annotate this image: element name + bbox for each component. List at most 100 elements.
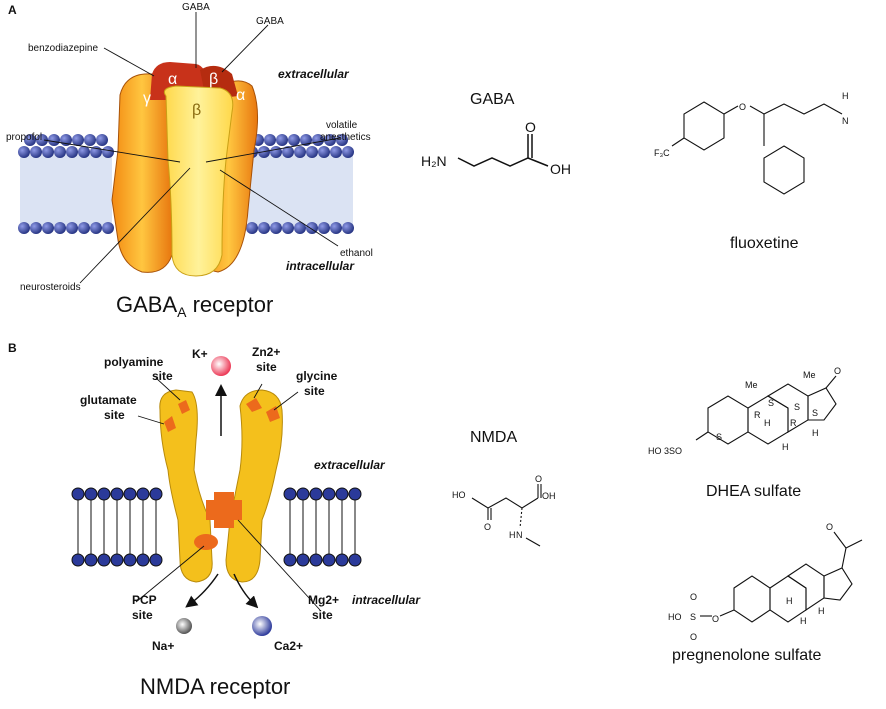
fluoxetine-ring-1: [683, 101, 725, 151]
phospholipid-head: [330, 222, 342, 234]
lipid-head: [296, 487, 310, 501]
gaba-membrane: [18, 134, 354, 234]
lipid-head: [149, 553, 163, 567]
dhea-ketone: [825, 375, 837, 389]
preg-o-top: O: [826, 522, 833, 532]
preg-o1: O: [690, 592, 697, 602]
pregnenolone-name: pregnenolone sulfate: [672, 647, 822, 664]
intracellular-label-b: intracellular: [352, 593, 421, 607]
phospholipid-head: [342, 222, 354, 234]
phospholipid-head: [18, 146, 30, 158]
panel-a-letter: A: [8, 3, 17, 17]
lipid-head: [309, 487, 323, 501]
glycine-site: [266, 406, 280, 422]
leader-glutamate: [137, 415, 165, 425]
leader-glycine: [273, 391, 299, 411]
phospholipid-head: [102, 222, 114, 234]
mg-block-vertical: [214, 492, 234, 528]
phospholipid-head: [96, 134, 108, 146]
preg-h2: H: [800, 616, 807, 626]
phospholipid-head: [84, 134, 96, 146]
preg-ring-d: [823, 567, 853, 601]
nmda-chain: [471, 497, 539, 509]
gaba-receptor-title: GABAA receptor: [116, 292, 273, 320]
glutamate-label-1: glutamate: [80, 393, 137, 407]
phospholipid-head: [294, 146, 306, 158]
leader-polyamine: [155, 377, 181, 401]
leader-neurosteroids: [79, 167, 191, 284]
phospholipid-head: [276, 134, 288, 146]
volatile-label-2: anesthetics: [320, 132, 371, 143]
nmda-subunit-left: [159, 389, 213, 583]
nmda-subunit-right: [225, 389, 283, 583]
glutamate-site: [164, 416, 176, 432]
gaba-molecule-name: GABA: [470, 91, 515, 108]
nmda-o2: O: [535, 474, 542, 484]
polyamine-site: [178, 400, 190, 414]
volatile-label-1: volatile: [326, 120, 358, 131]
phospholipid-head: [246, 222, 258, 234]
dhea-r1: R: [754, 410, 761, 420]
k-ion: [211, 356, 231, 376]
pcp-label-1: PCP: [132, 593, 157, 607]
mg-label-1: Mg2+: [308, 593, 339, 607]
phospholipid-head: [42, 146, 54, 158]
preg-ring-a: [733, 575, 771, 623]
fluoxetine-name: fluoxetine: [730, 235, 799, 252]
nmda-o1: O: [484, 522, 491, 532]
preg-s: S: [690, 612, 696, 622]
fluoxetine-molecule: F₃C O H N fluoxetine: [654, 91, 849, 252]
lipid-head: [84, 553, 98, 567]
dhea-s4: S: [812, 408, 818, 418]
preg-o-bond: [719, 609, 735, 617]
preg-h3: H: [818, 606, 825, 616]
phospholipid-head: [306, 146, 318, 158]
nmda-oh: OH: [542, 491, 556, 501]
alpha-label-right: α: [236, 87, 245, 104]
leader-propofol: [43, 139, 181, 163]
lipid-head: [71, 487, 85, 501]
nmda-h: H: [509, 530, 516, 540]
phospholipid-head: [258, 222, 270, 234]
phospholipid-heads: [18, 134, 354, 234]
benzodiazepine-label: benzodiazepine: [28, 43, 98, 54]
fluoxetine-ring-2: [763, 145, 805, 195]
fluox-o-bond-1: [723, 105, 739, 115]
nmda-membrane: [71, 487, 362, 567]
gaba-chain: [457, 157, 549, 167]
phospholipid-head: [282, 222, 294, 234]
dhea-s1: S: [716, 432, 722, 442]
dhea-r2: R: [790, 418, 797, 428]
beta-label-top: β: [209, 71, 218, 88]
lipid-head: [348, 553, 362, 567]
mg-label-2: site: [312, 608, 333, 622]
phospholipid-head: [30, 146, 42, 158]
lipid-head: [335, 553, 349, 567]
zn-site: [246, 398, 262, 412]
gaba-site-label-top: GABA: [182, 2, 210, 13]
glutamate-label-2: site: [104, 408, 125, 422]
preg-acetyl: [833, 531, 847, 569]
phospholipid-head: [330, 146, 342, 158]
ca-label: Ca2+: [274, 639, 303, 653]
dhea-ring-c: [766, 383, 809, 433]
panel-a: A γ α β α β GABA GABA b: [6, 2, 373, 320]
alpha-label-left: α: [168, 71, 177, 88]
preg-h1: H: [786, 596, 793, 606]
gaba-site-label-right: GABA: [256, 16, 284, 27]
nmda-phospholipids: [71, 487, 362, 567]
phospholipid-head: [78, 146, 90, 158]
lipid-head: [97, 487, 111, 501]
leader-mg: [237, 519, 321, 611]
k-label: K+: [192, 347, 208, 361]
leader-benzodiazepine: [103, 47, 155, 77]
lipid-head: [123, 553, 137, 567]
dhea-name: DHEA sulfate: [706, 483, 801, 500]
lipid-head: [71, 553, 85, 567]
na-ion: [176, 618, 192, 634]
dhea-h1: H: [764, 418, 771, 428]
phospholipid-head: [342, 146, 354, 158]
preg-o2: O: [690, 632, 697, 642]
gaba-oh: OH: [550, 161, 571, 177]
gaba-molecule: GABA H₂N O OH: [421, 91, 571, 177]
